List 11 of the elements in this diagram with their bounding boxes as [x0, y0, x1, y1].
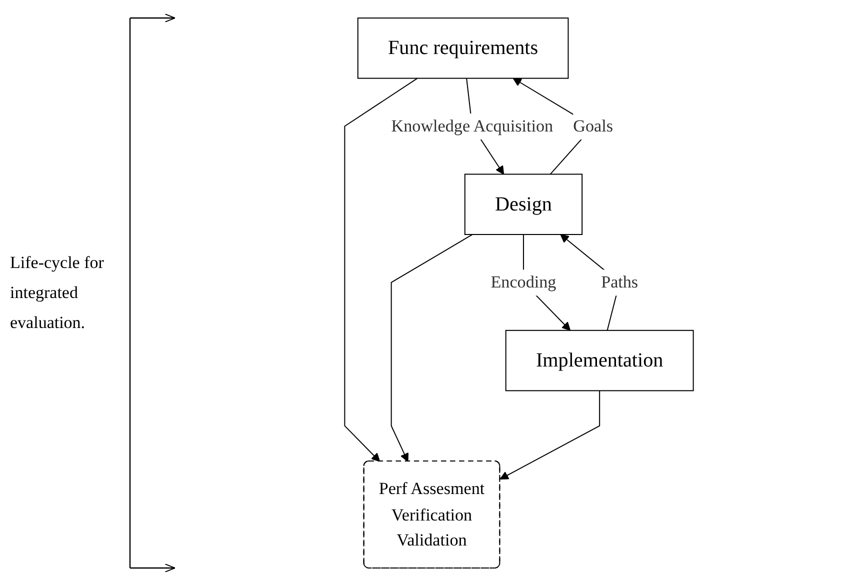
arrow — [344, 78, 418, 462]
node-box: Implementation — [505, 330, 694, 392]
edge-label: Knowledge Acquisition — [391, 116, 554, 136]
edge-label: Goals — [573, 116, 613, 136]
node-box: Design — [464, 174, 583, 235]
edge-label: Encoding — [490, 272, 556, 292]
arrow — [500, 390, 600, 480]
node-box: Func requirements — [357, 18, 569, 79]
side-note: Life-cycle for integrated evaluation. — [10, 252, 105, 334]
arrow — [390, 234, 473, 462]
edge-label: Paths — [601, 272, 638, 292]
